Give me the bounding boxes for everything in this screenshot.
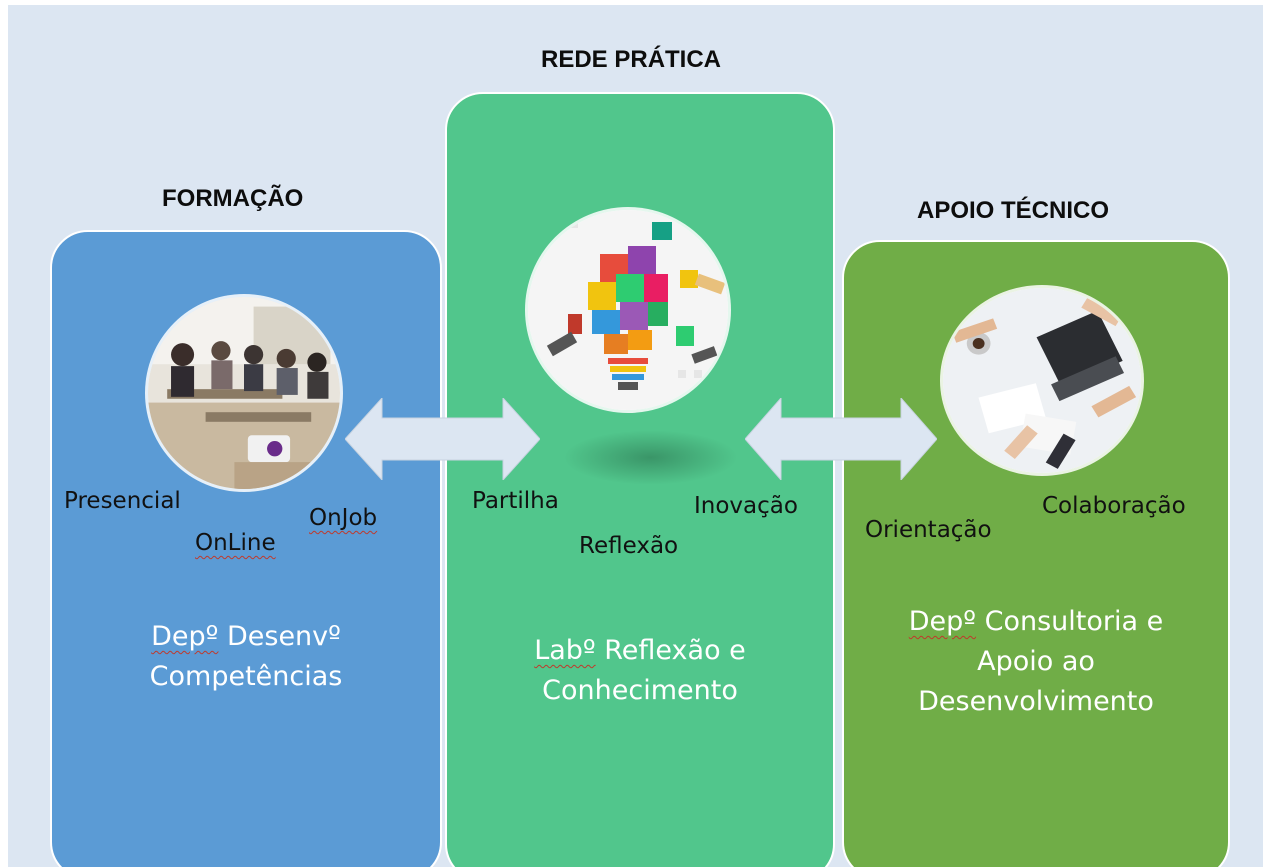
dept-formacao: Depº Desenvº Competências	[50, 617, 442, 697]
title-apoio-tecnico: APOIO TÉCNICO	[917, 197, 1110, 224]
label-online: OnLine	[195, 530, 276, 556]
meeting-laptop-photo-icon	[943, 288, 1141, 473]
label-reflexao: Reflexão	[579, 533, 679, 559]
label-onjob: OnJob	[309, 505, 378, 531]
dept-apoio-line1: Depº Consultoria e	[908, 606, 1164, 637]
dept-apoio-line3: Desenvolvimento	[918, 686, 1154, 717]
double-arrow-left	[345, 398, 540, 480]
label-orientacao: Orientação	[865, 517, 992, 543]
dept-apoio: Depº Consultoria e Apoio ao Desenvolvime…	[842, 602, 1230, 722]
dept-formacao-line1: Depº Desenvº	[151, 621, 341, 652]
label-inovacao: Inovação	[694, 493, 798, 519]
classroom-photo-icon	[148, 297, 340, 489]
title-formacao: FORMAÇÃO	[162, 185, 304, 212]
dept-rede: Labº Reflexão e Conhecimento	[445, 631, 835, 711]
puzzle-lightbulb-icon	[528, 210, 728, 410]
label-presencial: Presencial	[64, 488, 181, 514]
title-rede-pratica: REDE PRÁTICA	[541, 46, 722, 73]
shadow-decoration	[563, 430, 738, 485]
diagram-canvas: FORMAÇÃO REDE PRÁTICA APOIO TÉCNICO	[8, 5, 1263, 867]
label-partilha: Partilha	[472, 488, 559, 514]
dept-formacao-line2: Competências	[149, 661, 343, 692]
dept-rede-line1: Labº Reflexão e	[534, 635, 746, 666]
label-colaboracao: Colaboração	[1042, 493, 1186, 519]
double-arrow-right	[745, 398, 937, 480]
dept-apoio-line2: Apoio ao	[977, 646, 1095, 677]
dept-rede-line2: Conhecimento	[542, 675, 738, 706]
